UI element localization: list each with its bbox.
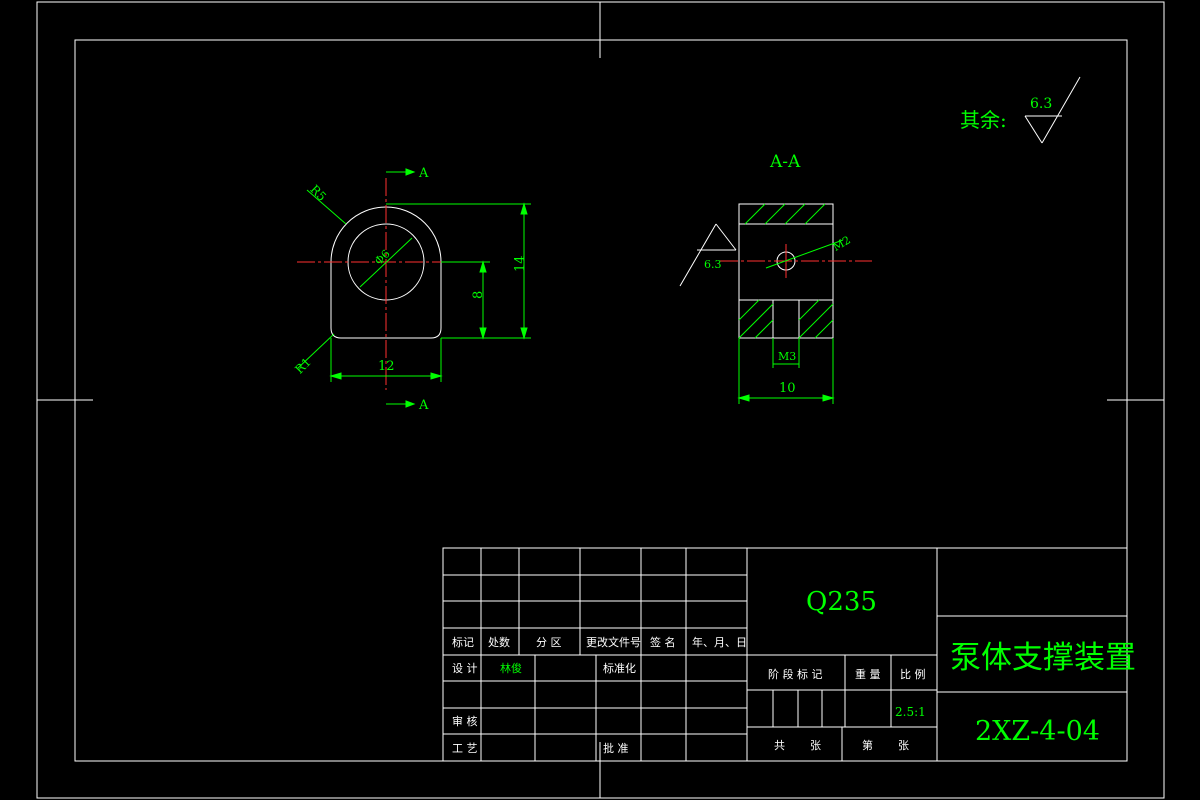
designer-name: 林俊 xyxy=(500,661,522,675)
dim-center: 8 xyxy=(471,291,486,299)
section-outline xyxy=(738,203,834,339)
hatching xyxy=(738,203,834,339)
total-label: 共 xyxy=(774,739,785,752)
scale-label: 比 例 xyxy=(900,667,926,681)
dim-r1: R1 xyxy=(292,355,314,377)
phi6-leader xyxy=(359,237,413,288)
weight-label: 重 量 xyxy=(855,667,881,681)
part-name: 泵体支撑装置 xyxy=(950,640,1136,676)
title-block-text: 标记 处数 分 区 更改文件号 签 名 年、月、日 设 计 林俊 标准化 审 核… xyxy=(452,587,1136,755)
section-title: A-A xyxy=(769,152,801,172)
center-marks xyxy=(37,2,1164,798)
dim-height: 14 xyxy=(513,255,528,272)
dim-center-lines xyxy=(441,260,490,340)
dim-width-lines xyxy=(329,338,443,382)
front-view: A A R5 Φ6 R1 12 14 xyxy=(292,166,531,413)
dim-m2: M2 xyxy=(831,233,853,253)
scale-value: 2.5:1 xyxy=(895,705,926,719)
section-view: A-A M2 6. xyxy=(679,152,872,404)
sheet2-label: 张 xyxy=(898,739,909,752)
page-label: 第 xyxy=(862,738,873,752)
dim-height-lines xyxy=(386,202,531,340)
material: Q235 xyxy=(806,587,877,617)
hdr-mark: 标记 xyxy=(452,635,474,649)
dim-m3: M3 xyxy=(778,350,796,363)
dim-width: 12 xyxy=(378,359,395,374)
drawing-number: 2XZ-4-04 xyxy=(975,716,1100,747)
section-roughness-value: 6.3 xyxy=(704,258,722,271)
dim-width10-lines xyxy=(737,338,835,404)
hdr-sign: 签 名 xyxy=(650,635,676,649)
hdr-doc: 更改文件号 xyxy=(586,635,641,649)
hdr-date: 年、月、日 xyxy=(692,635,747,649)
roughness-value: 6.3 xyxy=(1030,96,1052,112)
standard-label: 标准化 xyxy=(603,661,636,675)
m2-leader xyxy=(765,239,844,269)
roughness-symbol-icon xyxy=(1024,76,1081,144)
section-mark-top: A xyxy=(418,166,429,181)
hdr-zone: 分 区 xyxy=(536,636,562,649)
approve-label: 批 准 xyxy=(603,741,629,755)
title-block xyxy=(442,547,1128,762)
sheets-label: 张 xyxy=(810,739,821,752)
section-cut-top-icon xyxy=(386,168,416,176)
section-cut-bottom-icon xyxy=(386,400,416,408)
review-label: 审 核 xyxy=(452,714,478,728)
dim-m3-lines xyxy=(772,338,800,368)
part-outline xyxy=(330,206,442,339)
section-mark-bottom: A xyxy=(418,398,429,413)
dim-phi6: Φ6 xyxy=(372,247,393,268)
process-label: 工 艺 xyxy=(452,742,478,755)
roughness-note: 其余: 6.3 xyxy=(960,76,1081,144)
r1-leader xyxy=(297,333,335,369)
roughness-label: 其余: xyxy=(960,108,1007,132)
section-roughness-icon xyxy=(679,223,737,287)
dim-r5: R5 xyxy=(307,182,329,204)
section-dim-width: 10 xyxy=(779,381,796,396)
hdr-count: 处数 xyxy=(488,636,510,649)
stage-mark-label: 阶 段 标 记 xyxy=(768,667,823,681)
design-label: 设 计 xyxy=(452,662,478,675)
r5-leader xyxy=(306,189,347,225)
